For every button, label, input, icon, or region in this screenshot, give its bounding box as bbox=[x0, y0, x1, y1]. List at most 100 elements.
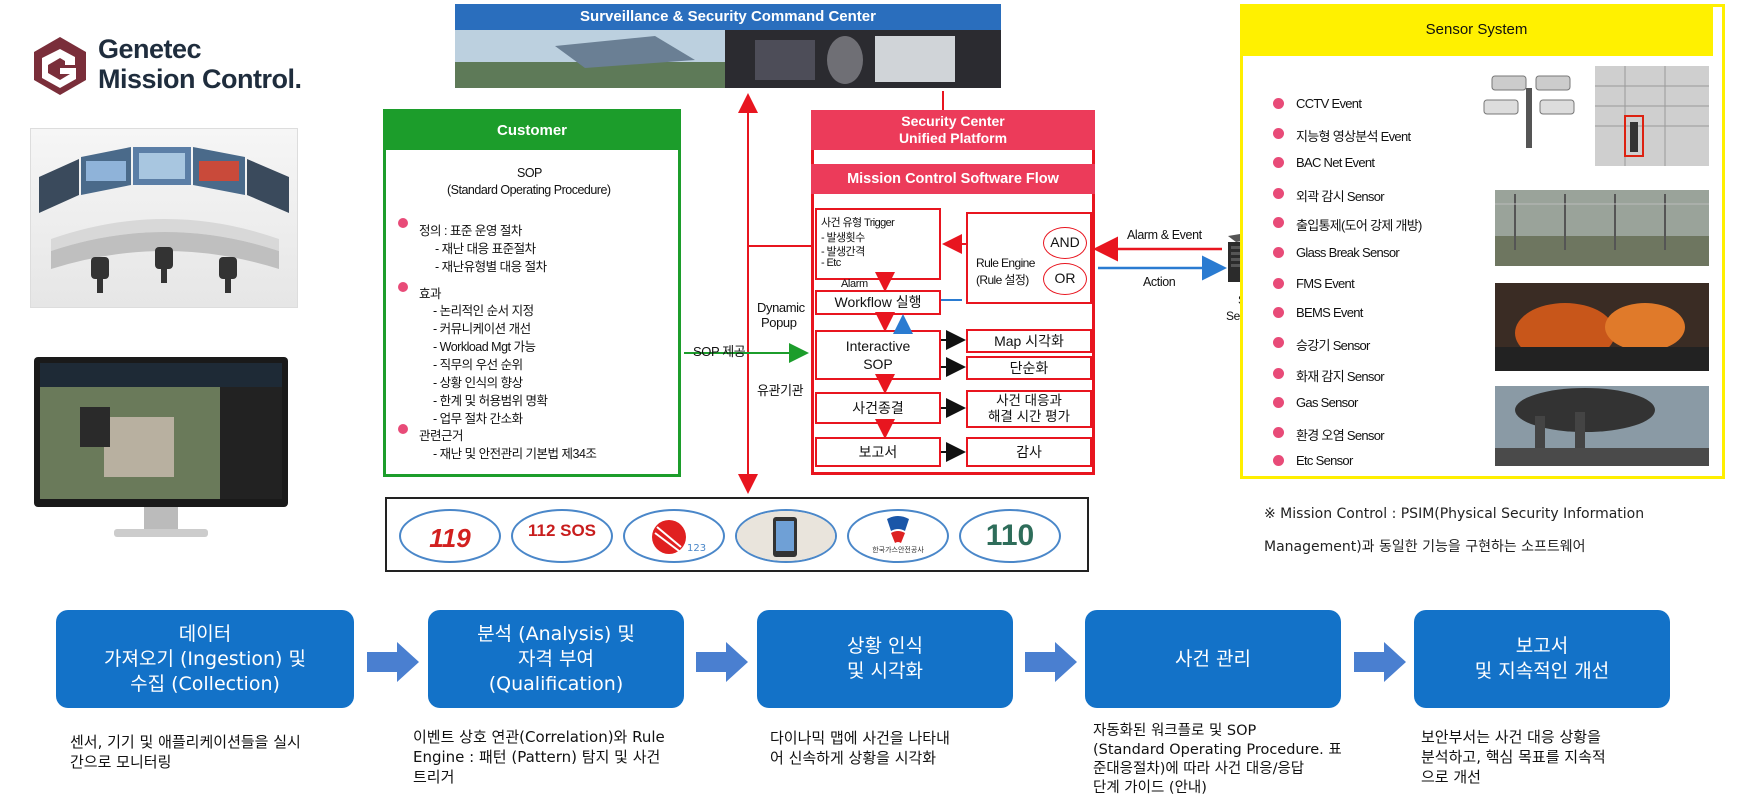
logo-line-1: Genetec bbox=[98, 34, 202, 64]
arrow-right-icon bbox=[367, 642, 419, 682]
customer-box: Customer bbox=[383, 109, 681, 477]
agency-logos-row: 119 112 SOS 123 한국가스안전공사 110 bbox=[385, 497, 1089, 572]
step-ingestion-desc: 센서, 기기 및 애플리케이션들을 실시 간으로 모니터링 bbox=[70, 733, 301, 771]
bullet-icon bbox=[1273, 397, 1284, 408]
trigger-item: - 발생간격 bbox=[821, 246, 865, 258]
basis-label: 관련근거 bbox=[419, 429, 464, 443]
trigger-item: - Etc bbox=[821, 257, 841, 269]
step-incident-management-desc: 자동화된 워크플로 및 SOP (Standard Operating Proc… bbox=[1093, 723, 1342, 796]
sensor-item: Glass Break Sensor bbox=[1296, 245, 1400, 260]
definition-item: - 재난유형별 대응 절차 bbox=[435, 260, 547, 274]
sensor-item: 환경 오염 Sensor bbox=[1296, 428, 1385, 443]
effect-item: - 업무 절차 간소화 bbox=[433, 412, 523, 426]
bullet-icon bbox=[398, 424, 408, 434]
map-visualize-box: Map 시각화 bbox=[966, 329, 1092, 353]
fence-image bbox=[1495, 190, 1709, 266]
genetec-logo: Genetec Mission Control. bbox=[32, 32, 332, 102]
genetec-hex-icon bbox=[34, 37, 86, 95]
bullet-icon bbox=[1273, 217, 1284, 228]
sensor-item: 외곽 감시 Sensor bbox=[1296, 189, 1385, 204]
cctv-cameras-image bbox=[1480, 68, 1580, 148]
step-awareness: 상황 인식 및 시각화 bbox=[757, 610, 1013, 708]
command-center-photo bbox=[455, 30, 1001, 88]
security-center-title: Security Center Unified Platform bbox=[811, 110, 1095, 150]
arrow-right-icon bbox=[696, 642, 748, 682]
alarm-label: Alarm bbox=[841, 278, 868, 290]
step-report: 보고서 및 지속적인 개선 bbox=[1414, 610, 1670, 708]
incident-eval-line-1: 사건 대응과 bbox=[996, 393, 1062, 408]
bullet-icon bbox=[1273, 278, 1284, 289]
note-line-2: Management)과 동일한 기능을 구현하는 소프트웨어 bbox=[1264, 539, 1586, 555]
sop-title: SOP bbox=[517, 166, 542, 180]
audit-box: 감사 bbox=[966, 437, 1092, 467]
step-awareness-desc: 다이나믹 맵에 사건을 나타내 어 신속하게 상황을 시각화 bbox=[770, 729, 950, 767]
bullet-icon bbox=[1273, 337, 1284, 348]
bullet-icon bbox=[398, 218, 408, 228]
bullet-icon bbox=[398, 282, 408, 292]
agency-112-text: 112 SOS bbox=[527, 521, 597, 540]
agency-123-logo: 123 bbox=[623, 509, 725, 563]
sensor-item: CCTV Event bbox=[1296, 96, 1362, 111]
trigger-title: 사건 유형 Trigger bbox=[821, 217, 895, 229]
bullet-icon bbox=[1273, 98, 1284, 109]
sensor-item: FMS Event bbox=[1296, 276, 1355, 291]
sop-subtitle: (Standard Operating Procedure) bbox=[447, 183, 611, 197]
dynamic-popup-line-2: Popup bbox=[761, 315, 797, 330]
control-room-image bbox=[30, 128, 298, 308]
agency-110-text: 110 bbox=[985, 519, 1035, 552]
sc-title-line-2: Unified Platform bbox=[898, 130, 1008, 146]
step-incident-management: 사건 관리 bbox=[1085, 610, 1341, 708]
agency-112-logo: 112 SOS bbox=[511, 509, 613, 563]
definition-label: 정의 : 표준 운영 절차 bbox=[419, 224, 522, 238]
basis-item: - 재난 및 안전관리 기본법 제34조 bbox=[433, 447, 597, 461]
bullet-icon bbox=[1273, 157, 1284, 168]
fire-image bbox=[1495, 283, 1709, 371]
effect-item: - 직무의 우선 순위 bbox=[433, 358, 523, 372]
gas-safety-text: 한국가스안전공사 bbox=[872, 546, 924, 554]
interactive-sop-line-1: Interactive bbox=[845, 338, 911, 354]
incident-eval-box: 사건 대응과 해결 시간 평가 bbox=[966, 390, 1092, 428]
alarm-event-label: Alarm & Event bbox=[1127, 228, 1202, 242]
sensor-system-title: Sensor System bbox=[1240, 4, 1713, 56]
rule-engine-sub: (Rule 설정) bbox=[976, 273, 1029, 287]
effect-item: - 논리적인 순서 지정 bbox=[433, 304, 534, 318]
bullet-icon bbox=[1273, 188, 1284, 199]
arrow-right-icon bbox=[1025, 642, 1077, 682]
bullet-icon bbox=[1273, 247, 1284, 258]
incident-eval-line-2: 해결 시간 평가 bbox=[987, 409, 1071, 424]
effect-item: - 한계 및 허용범위 명확 bbox=[433, 394, 548, 408]
arrow-right-icon bbox=[1354, 642, 1406, 682]
agency-123-text: 123 bbox=[687, 543, 707, 554]
related-agency-label: 유관기관 bbox=[757, 383, 804, 398]
customer-title: Customer bbox=[386, 112, 678, 150]
bullet-icon bbox=[1273, 427, 1284, 438]
sensor-item: BEMS Event bbox=[1296, 305, 1363, 320]
dynamic-popup-label: Dynamic Popup bbox=[757, 300, 805, 330]
pollution-image bbox=[1495, 386, 1709, 466]
action-label: Action bbox=[1143, 275, 1176, 289]
effect-label: 효과 bbox=[419, 287, 442, 301]
sop-provide-label: SOP 제공 bbox=[693, 344, 746, 359]
sensor-item: 화재 감지 Sensor bbox=[1296, 369, 1385, 384]
sc-title-line-1: Security Center bbox=[901, 113, 1005, 129]
mobile-app-logo bbox=[735, 509, 837, 563]
sensor-item: 승강기 Sensor bbox=[1296, 338, 1370, 353]
video-wall bbox=[39, 147, 289, 213]
interactive-sop-line-2: SOP bbox=[863, 356, 893, 372]
sensor-item: 지능형 영상분석 Event bbox=[1296, 129, 1411, 144]
bullet-icon bbox=[1273, 307, 1284, 318]
agency-110-logo: 110 bbox=[959, 509, 1061, 563]
bullet-icon bbox=[1273, 455, 1284, 466]
trigger-box: 사건 유형 Trigger - 발생횟수 - 발생간격 - Etc bbox=[815, 208, 941, 280]
agency-119-text: 119 bbox=[429, 523, 471, 553]
sensor-item: 출입통제(도어 강제 개방) bbox=[1296, 218, 1422, 233]
step-analysis-desc: 이벤트 상호 연관(Correlation)와 Rule Engine : 패턴… bbox=[413, 728, 665, 786]
note-line-1: ※ Mission Control : PSIM(Physical Securi… bbox=[1264, 506, 1645, 522]
monitor-image bbox=[34, 357, 288, 547]
gas-safety-logo: 한국가스안전공사 bbox=[847, 509, 949, 563]
or-node: OR bbox=[1043, 263, 1087, 295]
rule-engine-label: Rule Engine bbox=[976, 256, 1035, 270]
trigger-item: - 발생횟수 bbox=[821, 232, 865, 244]
agency-119-logo: 119 bbox=[399, 509, 501, 563]
